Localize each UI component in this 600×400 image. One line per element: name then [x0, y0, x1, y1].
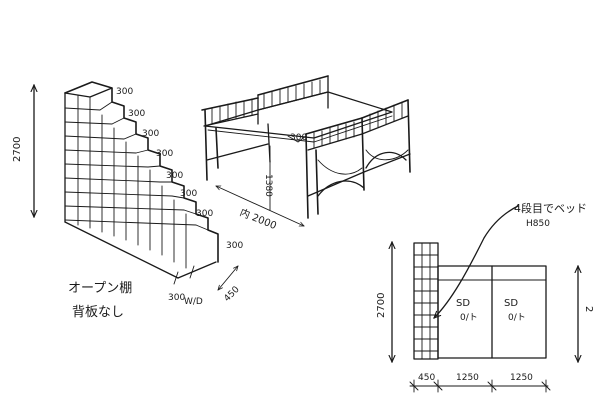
dim-door-left: 1250	[456, 373, 479, 383]
door-left-label-1: SD	[456, 298, 470, 309]
step-label-8: 300	[226, 241, 243, 251]
shelf-grid	[64, 92, 217, 279]
door-left-label-2: 0/ト	[460, 313, 478, 323]
step-label-3: 300	[142, 129, 159, 139]
shelf-note-line1: オープン棚	[68, 281, 132, 296]
callout-label-1: 4段目でベッド	[514, 201, 587, 215]
callout-leader-line	[434, 205, 519, 318]
loft-bed: 300 1380 内 2000	[201, 75, 411, 233]
bed-length-dimension-line	[216, 185, 304, 227]
callout-label-2: H850	[526, 219, 550, 229]
shelf-step-profile	[64, 81, 219, 263]
step-label-2: 300	[128, 109, 145, 119]
stepped-shelf-unit: 2700	[12, 81, 243, 320]
step-label-7: 300	[196, 209, 213, 219]
step-label-5: 300	[166, 171, 183, 181]
door-right-label-2: 0/ト	[508, 313, 526, 323]
shelf-note-line2: 背板なし	[72, 305, 124, 320]
plan-shelf-column	[413, 242, 439, 360]
bed-length-label: 内 2000	[238, 206, 279, 233]
bed-height-label: 1380	[263, 174, 273, 197]
step-label-1: 300	[116, 87, 133, 97]
step-label-4: 300	[156, 149, 173, 159]
plan-right-height-label: 2	[583, 306, 594, 312]
shelf-depth-arrow	[218, 266, 238, 290]
shelf-width-label: 300	[168, 293, 185, 303]
step-label-6: 300	[180, 189, 197, 199]
door-right-label-1: SD	[504, 298, 518, 309]
shelf-depth-label: 450	[222, 285, 241, 304]
dim-shelf-width: 450	[418, 373, 435, 383]
dim-door-right: 1250	[510, 373, 533, 383]
shelf-width-suffix: W/D	[184, 297, 203, 307]
shelf-height-label: 2700	[12, 137, 23, 162]
bed-top-label: 300	[290, 133, 307, 143]
elevation-plan: 2700 SD 0/ト SD 0/ト 4段目でベッド H850 2 450 12…	[376, 201, 594, 393]
plan-height-label: 2700	[376, 293, 387, 318]
